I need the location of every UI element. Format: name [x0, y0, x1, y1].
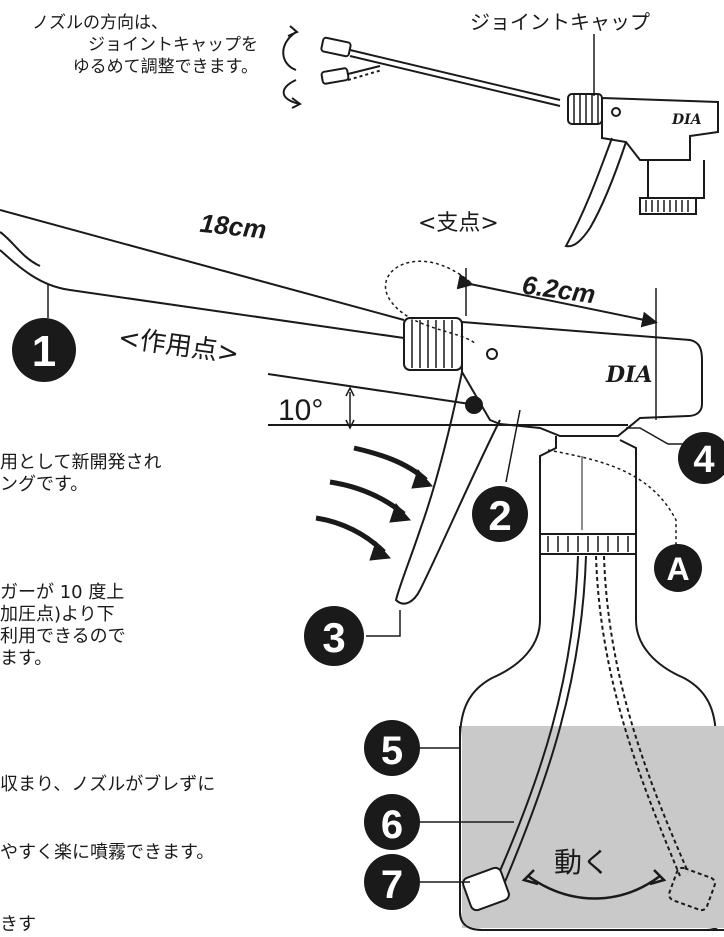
callout-a-label: A [666, 551, 689, 587]
callout-4-label: 4 [693, 439, 714, 481]
callout-3-label: 3 [322, 614, 345, 661]
bottle-cap-icon [539, 533, 637, 555]
press-arrows [315, 445, 434, 561]
callout-markers [12, 318, 724, 910]
callout-1-circle [12, 318, 76, 382]
press-arrow-3-icon [315, 515, 386, 554]
nozzle-tip-icon [320, 36, 352, 58]
callout-2-label: 2 [488, 492, 511, 539]
p2-line-4: ます。 [0, 648, 53, 669]
rotation-arrow-top-icon [282, 31, 297, 71]
paragraph-3-line-2: やすく楽に噴霧できます。 [0, 842, 215, 863]
callout-7-label: 7 [381, 863, 403, 907]
callout-6-label: 6 [381, 803, 403, 847]
callout-3-circle [304, 606, 364, 666]
small-sprayer-illustration: DIA [282, 25, 719, 248]
svg-text:DIA: DIA [605, 362, 652, 388]
dimension-markers [267, 260, 677, 550]
rotation-arrow-bottom-icon [282, 79, 301, 105]
angle-label: 10° [278, 394, 323, 427]
press-arrow-2-icon [329, 479, 406, 516]
note-line-2: ジョイントキャップを [88, 35, 258, 55]
nozzle-length-label: 18cm [199, 208, 268, 245]
callout-7-circle [364, 854, 420, 910]
large-sprayer-illustration: DIA [0, 209, 724, 931]
svg-text:DIA: DIA [671, 112, 702, 128]
paragraph-4-line-1: きす [0, 914, 36, 935]
p2-line-1: ガーが 10 度上 [0, 582, 125, 603]
callout-4-circle [678, 432, 724, 484]
p2-line-3: 利用できるので [0, 626, 126, 647]
joint-cap-icon [567, 93, 603, 125]
tube-weight-icon [462, 866, 510, 912]
action-point-label: <作用点> [116, 323, 241, 370]
nozzle-direction-note: ノズルの方向は、 ジョイントキャップを ゆるめて調整できます。 [14, 12, 258, 78]
p2-line-2: 加圧点)より下 [0, 604, 115, 625]
callout-2-circle [472, 486, 528, 542]
press-arrow-1-icon [353, 445, 428, 482]
note-line-3: ゆるめて調整できます。 [72, 57, 258, 77]
paragraph-1: 用として新開発され ングです。 [0, 452, 161, 496]
callout-5-circle [364, 720, 420, 776]
callout-a-circle [654, 544, 702, 592]
moves-label: 動く [554, 846, 610, 879]
callout-5-label: 5 [381, 729, 403, 773]
fulcrum-label: <支点> [418, 211, 499, 236]
note-line-1: ノズルの方向は、 [32, 13, 168, 33]
dip-tube-illustration [462, 555, 716, 912]
callout-leaders [47, 284, 690, 883]
callout-1-label: 1 [32, 327, 56, 376]
move-arc-arrow [527, 874, 661, 900]
small-bottle-cap-icon [639, 197, 697, 215]
p1-line-1: 用として新開発され [0, 452, 162, 473]
paragraph-3-line-1: 収まり、ノズルがブレずに [0, 774, 216, 795]
p1-line-2: ングです。 [0, 474, 89, 495]
paragraph-2: ガーが 10 度上 加圧点)より下 利用できるので ます。 [0, 582, 126, 670]
joint-cap-title: ジョイントキャップ [470, 10, 650, 34]
lever-length-label: 6.2cm [520, 269, 597, 309]
callout-6-circle [364, 794, 420, 850]
